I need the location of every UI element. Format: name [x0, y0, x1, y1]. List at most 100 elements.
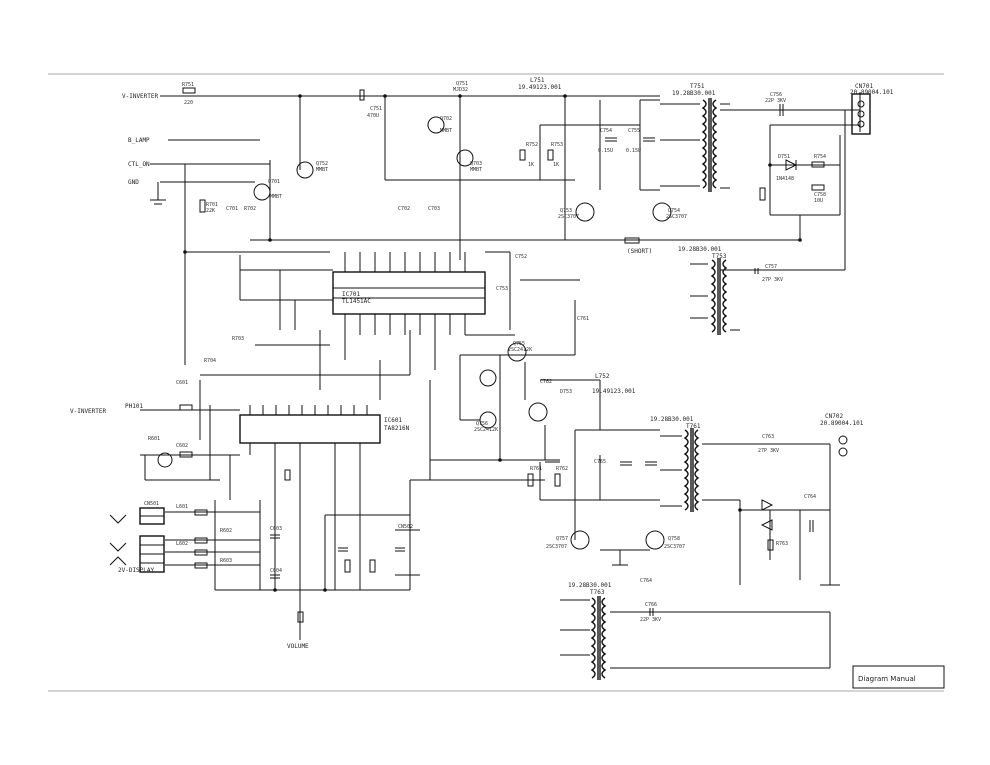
transformer-t761 — [660, 428, 830, 512]
t763-part: 19.28B30.001 — [568, 582, 612, 589]
waveform-symbols — [109, 514, 127, 566]
c751-ref: C751 — [370, 106, 382, 112]
c757-val: 27P 3KV — [762, 277, 783, 283]
c756-ref: C756 — [770, 92, 782, 98]
c755-val: 0.15U — [626, 148, 641, 154]
r763-ref: R763 — [776, 541, 788, 547]
r762-ref: R762 — [556, 466, 568, 472]
c764-ref: C764 — [804, 494, 816, 500]
label-gnd: GND — [128, 179, 139, 186]
t751-ref: T751 — [690, 83, 705, 90]
q751-ref: Q751 — [456, 81, 468, 87]
c601-ref: C601 — [176, 380, 188, 386]
top-wiring — [150, 92, 861, 365]
footer-caption: Diagram Manual — [858, 675, 916, 683]
c703-ref: C703 — [428, 206, 440, 212]
r754-ref: R754 — [814, 154, 826, 160]
cn702-part: 20.89004.101 — [820, 420, 864, 427]
cn701-ref: CN701 — [855, 83, 873, 90]
c701-ref: C701 — [226, 206, 238, 212]
l602-ref: L602 — [176, 541, 188, 547]
cn702-ref: CN702 — [825, 413, 843, 420]
c754-ref: C754 — [600, 128, 612, 134]
r601-ref: R601 — [148, 436, 160, 442]
top-transistors — [253, 116, 672, 222]
c764-val-ref: C764 — [640, 578, 652, 584]
q756-part: 2SC2412K — [474, 427, 498, 433]
q703-part: MMBT — [470, 167, 482, 173]
l601-ref: L601 — [176, 504, 188, 510]
q754-part: 2SC3707 — [666, 214, 687, 220]
l751-part: 19.49123.001 — [518, 84, 562, 91]
q702-ref: Q702 — [440, 116, 452, 122]
q757-part: 2SC3707 — [546, 544, 567, 550]
d751-ref: D751 — [778, 154, 790, 160]
cn701-connector — [851, 93, 871, 135]
junction-dots — [183, 94, 802, 592]
q701-part: MMBT — [270, 194, 282, 200]
r751-val: 220 — [184, 100, 193, 106]
label-b-lamp: B_LAMP — [128, 137, 150, 144]
c753-ref: C753 — [496, 286, 508, 292]
c702-ref: C702 — [398, 206, 410, 212]
c763-val: 27P 3KV — [758, 448, 779, 454]
r704-ref: R704 — [204, 358, 216, 364]
ic601-body — [239, 405, 381, 610]
cn701-part: 20.89004.101 — [850, 89, 894, 96]
cn702-connector — [838, 435, 848, 457]
d752-val: 1N4148 — [776, 176, 794, 182]
r753-val: 1K — [553, 162, 559, 168]
r603-ref: R603 — [220, 558, 232, 564]
r761-ref: R761 — [530, 466, 542, 472]
q754-ref: Q754 — [668, 208, 680, 214]
ph101-ref: PH101 — [125, 403, 143, 410]
r703-ref: R703 — [232, 336, 244, 342]
ic701-body — [332, 251, 511, 370]
t753-part: 19.28B30.001 — [678, 246, 722, 253]
c754-val: 0.15U — [598, 148, 613, 154]
lower-inverter-wiring — [527, 429, 840, 586]
transformer-t751 — [660, 98, 730, 192]
transformer-t763 — [560, 596, 831, 680]
c603-ref: C603 — [270, 526, 282, 532]
q753-ref: Q753 — [560, 208, 572, 214]
r751-ref: R751 — [182, 82, 194, 88]
l752-ref: L752 — [595, 373, 610, 380]
q752-ref: Q752 — [316, 161, 328, 167]
l751-ref: L751 — [530, 77, 545, 84]
label-v-inverter-top: V-INVERTER — [122, 93, 159, 100]
c762-ref: C762 — [540, 379, 552, 385]
q758-ref: Q758 — [668, 536, 680, 542]
c761-ref: C761 — [577, 316, 589, 322]
r752-val: 1K — [528, 162, 534, 168]
r701-ref: R701 — [206, 202, 218, 208]
label-ctl-on: CTL_ON — [128, 161, 150, 168]
switching-transistors — [410, 342, 601, 481]
cn502-ref: CN502 — [398, 524, 413, 530]
audio-passives — [157, 404, 405, 623]
q756-ref: Q756 — [476, 421, 488, 427]
ic701-part: TL1451AC — [342, 298, 371, 305]
r702-ref: R702 — [244, 206, 256, 212]
label-v-inverter-audio: V-INVERTER — [70, 408, 107, 415]
q751-part: MJD32 — [453, 87, 468, 93]
q752-part: MMBT — [316, 167, 328, 173]
l752-part: 19.49123.001 — [592, 388, 636, 395]
transformer-t753 — [690, 258, 740, 335]
label-volume: VOLUME — [287, 643, 309, 650]
c765-ref: C765 — [594, 459, 606, 465]
c604-ref: C604 — [270, 568, 282, 574]
q703-ref: Q703 — [470, 161, 482, 167]
c758-ref: C758 — [814, 192, 826, 198]
q758-part: 2SC3707 — [664, 544, 685, 550]
c766-val: 22P 3KV — [640, 617, 661, 623]
c766-ref: C766 — [645, 602, 657, 608]
q702-part: MMBT — [440, 128, 452, 134]
q701-ref: Q701 — [268, 179, 280, 185]
c763-ref: C763 — [762, 434, 774, 440]
c756-val: 22P 3KV — [765, 98, 786, 104]
q753-part: 2SC3707 — [558, 214, 579, 220]
ic601-ref: IC601 — [384, 417, 402, 424]
c751-val: 470U — [367, 113, 379, 119]
